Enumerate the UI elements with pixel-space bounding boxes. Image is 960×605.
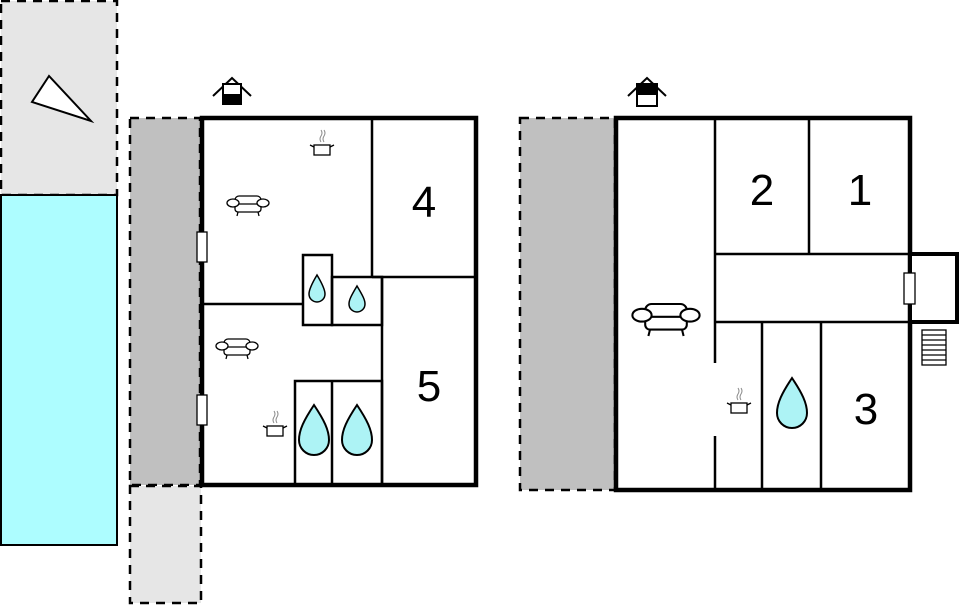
room-number-5: 5 (417, 362, 441, 411)
bathroom-icon (775, 376, 809, 429)
bathroom-icon (348, 284, 366, 313)
room-number-2: 2 (750, 166, 774, 215)
bathroom-icon (297, 403, 331, 456)
swimming-pool (0, 194, 118, 546)
stairs-icon (921, 329, 947, 366)
room-number-4: 4 (412, 178, 436, 227)
window-icon (196, 394, 208, 426)
bathroom-icon (340, 403, 374, 456)
house-entrance-icon (212, 77, 252, 105)
bathroom-icon (308, 273, 326, 303)
terrace-ground-floor (128, 116, 202, 487)
outdoor-area-bottom (128, 484, 203, 605)
ground-floor-plan: 4 5 (196, 77, 479, 488)
window-icon (196, 231, 208, 263)
terrace-upper-floor (518, 116, 617, 492)
house-entrance-icon (627, 77, 667, 107)
door-icon (903, 272, 916, 305)
room-number-1: 1 (848, 166, 872, 215)
room-number-3: 3 (854, 385, 878, 434)
north-arrow-icon (30, 74, 95, 124)
upper-floor-plan: 2 1 3 (613, 77, 959, 493)
